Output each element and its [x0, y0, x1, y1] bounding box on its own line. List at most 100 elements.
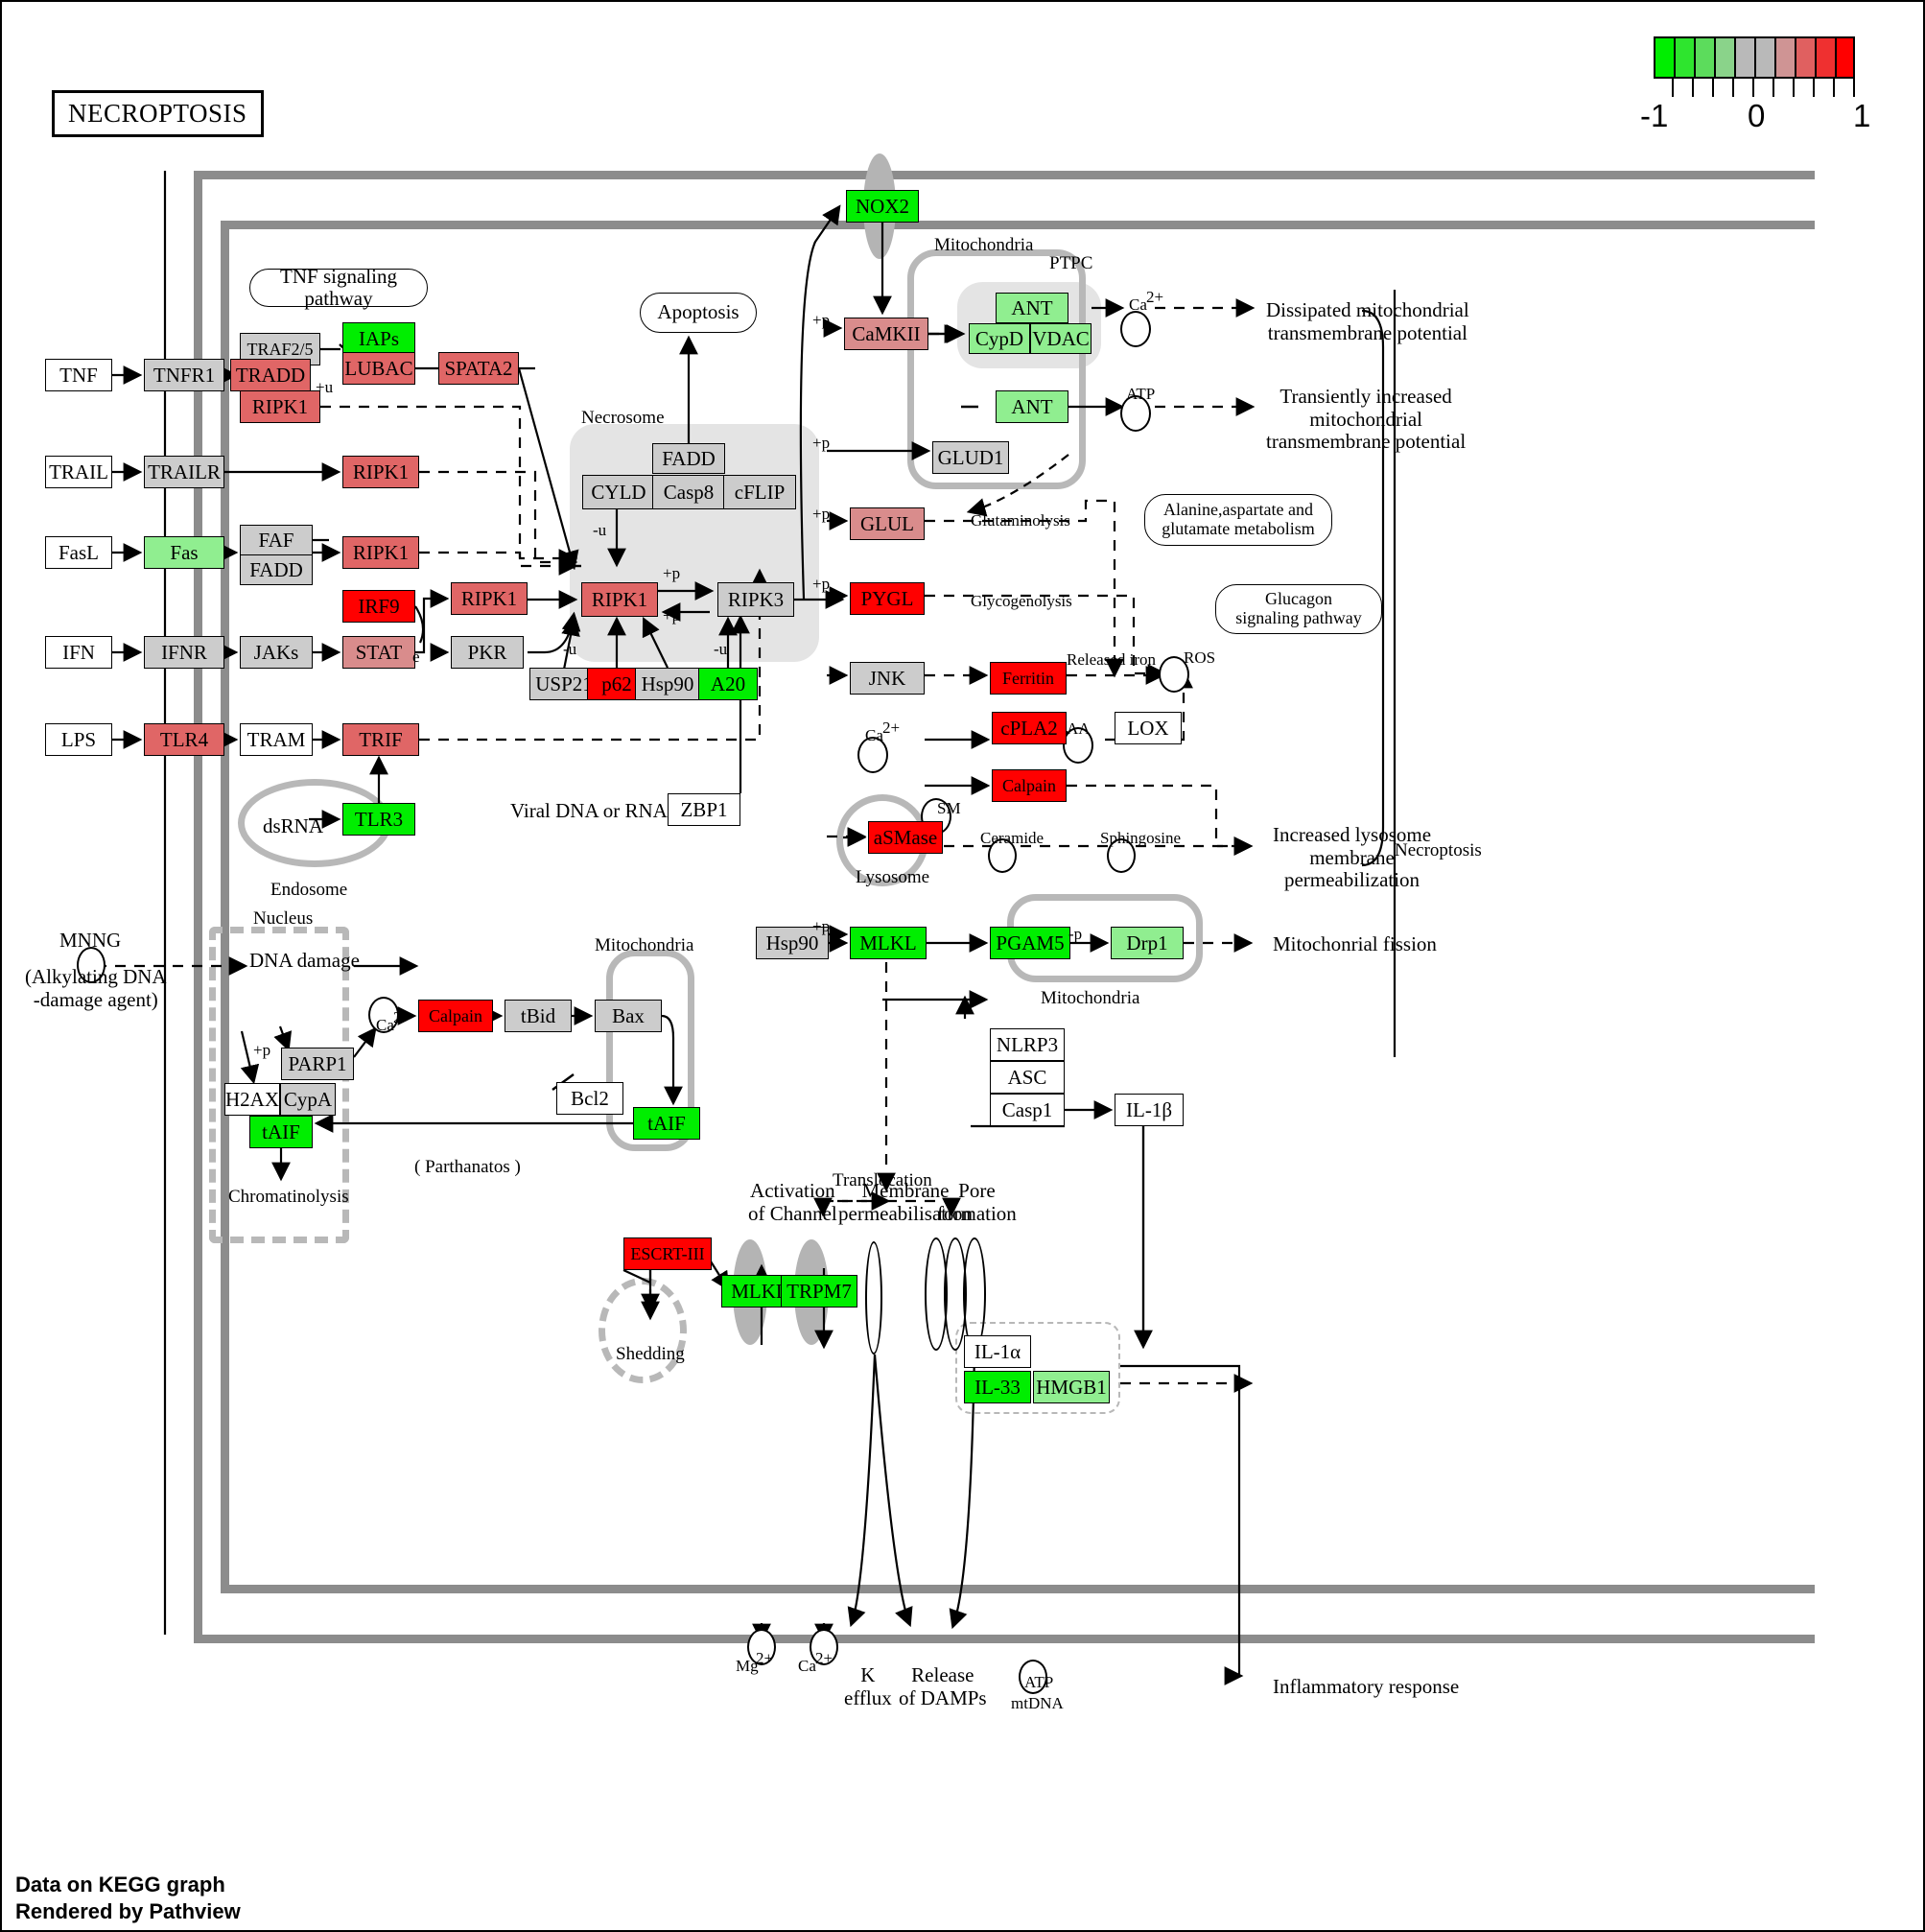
pathway-node-ripk1_tnf[interactable]: RIPK1	[240, 390, 320, 423]
metabolite-circle-atp	[1120, 395, 1151, 432]
pathway-node-cpla2[interactable]: cPLA2	[992, 712, 1067, 744]
pathway-node-fasl[interactable]: FasL	[45, 536, 112, 569]
pathway-node-ifnr[interactable]: IFNR	[144, 636, 224, 669]
pathway-node-bcl2[interactable]: Bcl2	[556, 1082, 623, 1115]
pathway-node-il1b[interactable]: IL-1β	[1115, 1094, 1184, 1126]
metabolite-circle-mg	[747, 1629, 776, 1665]
pathway-node-escrt3[interactable]: ESCRT-III	[623, 1237, 712, 1270]
pathway-node-hsp90_m[interactable]: Hsp90	[756, 927, 829, 959]
pathway-node-tradd[interactable]: TRADD	[230, 359, 311, 391]
compartment-tnf-signaling[interactable]: TNF signaling pathway	[249, 265, 428, 310]
pathway-node-hmgb1[interactable]: HMGB1	[1033, 1371, 1110, 1403]
membrane-perm-ellipse	[865, 1241, 882, 1355]
text-node-inflammatory-response: Inflammatory response	[1273, 1675, 1460, 1698]
pathway-node-ifn[interactable]: IFN	[45, 636, 112, 669]
pathway-node-tlr4[interactable]: TLR4	[144, 723, 224, 756]
pathway-node-jaks[interactable]: JAKs	[240, 636, 313, 669]
metabolite-circle-mnng	[77, 947, 106, 983]
pathway-node-fadd_n[interactable]: FADD	[652, 443, 725, 474]
pathway-node-ant_bot[interactable]: ANT	[996, 390, 1068, 423]
pathway-node-cypa[interactable]: CypA	[280, 1083, 336, 1116]
pathway-node-stat[interactable]: STAT	[342, 636, 415, 669]
pathway-node-tlr3[interactable]: TLR3	[342, 803, 415, 836]
pathway-node-fas[interactable]: Fas	[144, 536, 224, 569]
pathway-node-a20[interactable]: A20	[698, 668, 758, 700]
pathway-node-trailr[interactable]: TRAILR	[144, 456, 224, 488]
pathway-node-hsp90_c[interactable]: Hsp90	[635, 668, 700, 700]
metabolite-circle-ca-trpm7	[810, 1629, 838, 1665]
footer-credit: Data on KEGG graph Rendered by Pathview	[15, 1872, 241, 1924]
pathway-node-ripk3[interactable]: RIPK3	[717, 582, 794, 617]
pathway-node-tnf[interactable]: TNF	[45, 359, 112, 391]
pathway-node-nlrp3[interactable]: NLRP3	[990, 1028, 1065, 1061]
pathway-node-lps[interactable]: LPS	[45, 723, 112, 756]
pathway-node-trpm7[interactable]: TRPM7	[781, 1275, 857, 1308]
text-node-release-of-damps: Release of DAMPs	[899, 1663, 987, 1709]
pathway-node-cflip[interactable]: cFLIP	[723, 475, 796, 509]
compartment-glucagon[interactable]: Glucagon signaling pathway	[1215, 584, 1382, 634]
pathway-node-trif[interactable]: TRIF	[342, 723, 419, 756]
mitochondria-bax-outline	[606, 950, 694, 1151]
pathway-node-h2ax[interactable]: H2AX	[224, 1083, 280, 1116]
section-label-endosome: Endosome	[270, 880, 348, 900]
pathway-node-casp8[interactable]: Casp8	[652, 475, 725, 509]
pathway-node-lox[interactable]: LOX	[1115, 712, 1182, 744]
pathway-node-calpain_n[interactable]: Calpain	[418, 1000, 493, 1032]
pathway-node-glud1[interactable]: GLUD1	[932, 441, 1009, 474]
compartment-ala-asp-glu[interactable]: Alanine,aspartate and glutamate metaboli…	[1144, 494, 1332, 546]
pathway-node-pkr[interactable]: PKR	[451, 636, 524, 669]
pathway-node-tram[interactable]: TRAM	[240, 723, 313, 756]
pathway-node-ripk1_core[interactable]: RIPK1	[581, 582, 658, 617]
pathway-node-faf[interactable]: FAF	[240, 525, 313, 555]
metabolite-circle-atp-mtdna	[1019, 1660, 1047, 1694]
pathway-node-ripk1_pkr[interactable]: RIPK1	[451, 582, 528, 615]
edge-label-p-10: +p	[812, 575, 831, 593]
pathway-node-camkii[interactable]: CaMKII	[844, 318, 928, 350]
pathway-node-cypd[interactable]: CypD	[969, 323, 1030, 354]
pathway-node-ripk1_fas[interactable]: RIPK1	[342, 536, 419, 569]
pathway-node-il33[interactable]: IL-33	[964, 1371, 1031, 1403]
pathway-node-mlkl_mid[interactable]: MLKL	[850, 927, 927, 959]
edge-label-2-32: 2+	[815, 1649, 833, 1667]
pathway-node-taif_n[interactable]: tAIF	[249, 1116, 313, 1148]
pathway-node-drp1[interactable]: Drp1	[1111, 927, 1184, 959]
pathway-node-tnfr1[interactable]: TNFR1	[144, 359, 224, 391]
compartment-apoptosis[interactable]: Apoptosis	[640, 293, 757, 333]
pathway-node-il1a[interactable]: IL-1α	[964, 1335, 1031, 1368]
edge-label-p-7: +p	[812, 311, 831, 329]
pathway-node-trail[interactable]: TRAIL	[45, 456, 112, 488]
pathway-node-irf9[interactable]: IRF9	[342, 590, 415, 623]
pathway-node-parp1[interactable]: PARP1	[281, 1048, 354, 1080]
pathway-node-jnk[interactable]: JNK	[850, 662, 925, 695]
pathway-node-lubac[interactable]: LUBAC	[342, 352, 415, 385]
pathway-node-iaps[interactable]: IAPs	[342, 322, 415, 355]
pathway-node-pygl[interactable]: PYGL	[850, 582, 925, 615]
legend-max-label: 1	[1853, 98, 1871, 133]
pathway-node-tbid[interactable]: tBid	[505, 1000, 572, 1032]
pathway-node-glul[interactable]: GLUL	[850, 507, 925, 540]
pathway-node-zbp1[interactable]: ZBP1	[668, 793, 740, 826]
pathway-node-fadd_l[interactable]: FADD	[240, 554, 313, 585]
pathway-node-calpain_r[interactable]: Calpain	[992, 769, 1067, 802]
pathway-node-bax[interactable]: Bax	[595, 1000, 662, 1032]
edge-label-2-15: 2+	[1146, 288, 1164, 306]
nucleus-outline	[209, 927, 349, 1243]
pathway-node-asc[interactable]: ASC	[990, 1061, 1065, 1094]
pathway-node-nox2[interactable]: NOX2	[846, 190, 919, 223]
edge-label-2-22: 2+	[882, 719, 901, 737]
edge-label-u-0: +u	[316, 378, 334, 396]
pathway-node-ant_top[interactable]: ANT	[996, 293, 1068, 323]
shedding-vesicle-outline	[599, 1278, 687, 1383]
pathway-node-cyld[interactable]: CYLD	[582, 475, 655, 509]
color-scale-legend	[1654, 36, 1855, 79]
pathway-node-asmase[interactable]: aSMase	[868, 821, 943, 854]
edge-label-p-12: +p	[253, 1041, 271, 1059]
pathway-node-ferritin[interactable]: Ferritin	[990, 662, 1067, 695]
plasma-membrane-outer-top	[194, 171, 1815, 179]
pathway-node-spata2[interactable]: SPATA2	[438, 352, 519, 385]
pathway-node-pgam5[interactable]: PGAM5	[990, 927, 1070, 959]
pathway-node-ripk1_trail[interactable]: RIPK1	[342, 456, 419, 488]
pathway-node-casp1[interactable]: Casp1	[990, 1094, 1065, 1126]
pathway-node-vdac[interactable]: VDAC	[1030, 323, 1092, 354]
pathway-node-taif_m[interactable]: tAIF	[633, 1107, 700, 1140]
